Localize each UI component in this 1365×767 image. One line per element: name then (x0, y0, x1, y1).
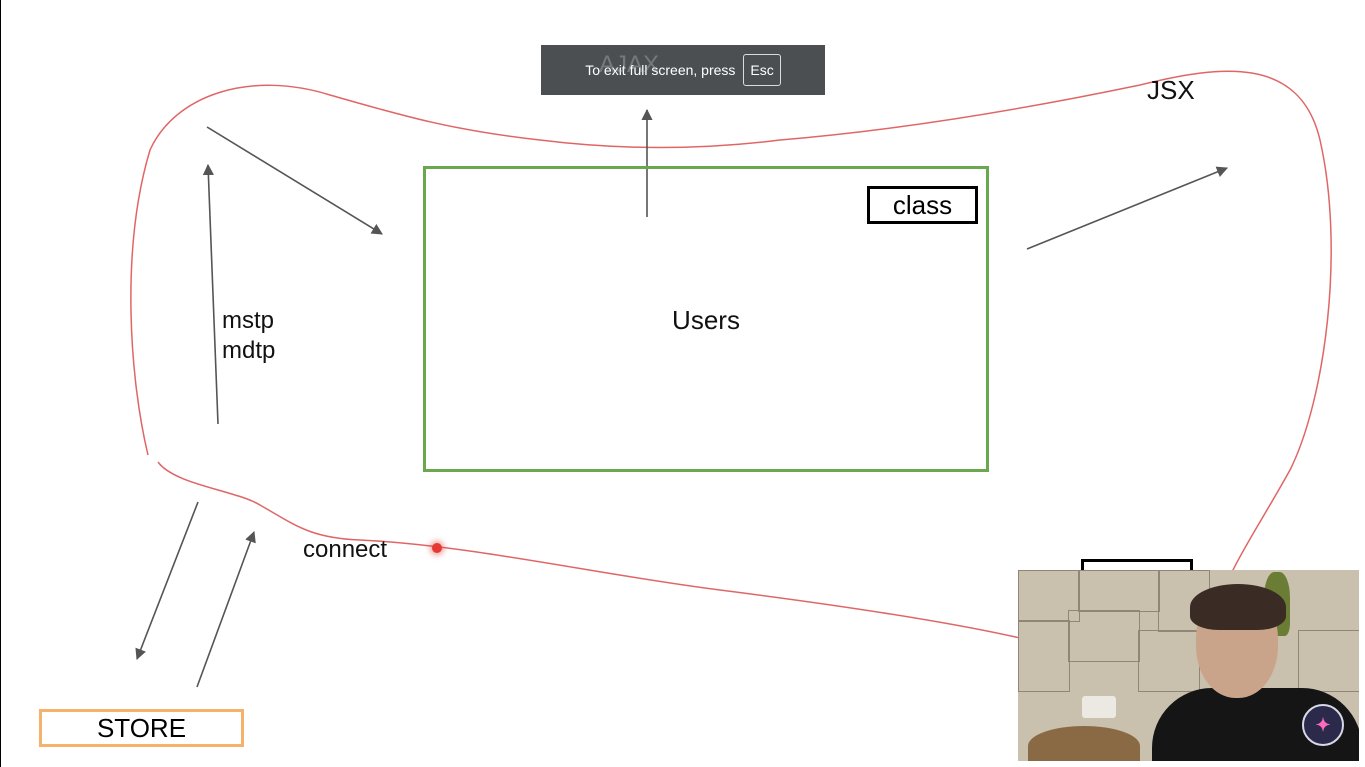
channel-logo-icon: ✦ (1302, 704, 1344, 746)
class-box: class (867, 186, 978, 224)
arrow-from-store (196, 530, 256, 688)
mdtp-label: mdtp (222, 337, 276, 364)
mstp-label: mstp (222, 307, 275, 334)
jsx-label: JSX (1147, 75, 1195, 105)
arrow-to-users (206, 126, 383, 235)
ajax-label: AJAX (599, 51, 660, 78)
wall-tile (1018, 570, 1080, 622)
store-box: STORE (39, 709, 244, 747)
arrow-mapping-up (202, 163, 219, 425)
component-outline-bottom (157, 461, 1021, 639)
window-edge (0, 0, 1, 767)
esc-key[interactable]: Esc (743, 54, 781, 86)
fullscreen-notice: AJAX To exit full screen, press Esc (541, 45, 825, 95)
wall-outlet (1082, 696, 1116, 718)
cat (1028, 726, 1140, 761)
wall-tile (1138, 630, 1200, 692)
arrow-to-store (135, 501, 199, 661)
fullscreen-message: To exit full screen, press (585, 62, 736, 78)
webcam-overlay: ✦ (1018, 570, 1359, 761)
presenter-hair (1190, 584, 1286, 630)
users-component-box: Users (423, 166, 989, 472)
wall-tile (1068, 610, 1140, 662)
arrow-to-jsx (1026, 166, 1229, 250)
users-label: Users (672, 305, 740, 335)
wall-tile (1018, 620, 1070, 692)
wall-tile (1298, 630, 1359, 692)
wall-tile (1078, 570, 1160, 612)
laser-pointer (432, 543, 442, 553)
connect-label: connect (303, 536, 388, 563)
component-outline (130, 70, 1332, 573)
